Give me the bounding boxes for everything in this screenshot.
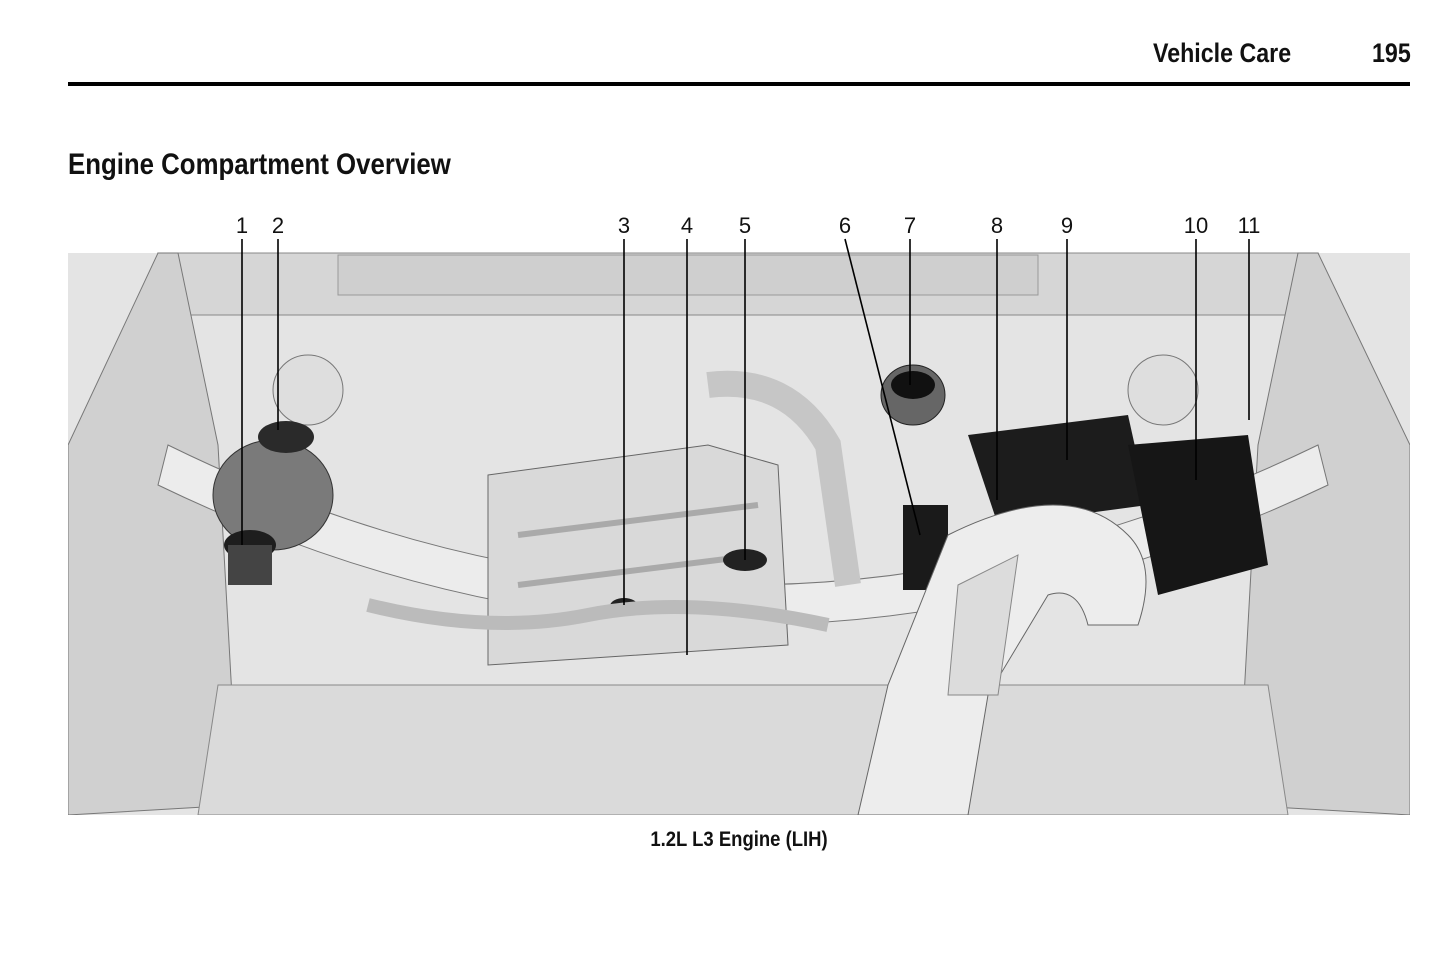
callout-3: 3 xyxy=(617,213,631,238)
callout-leader-lines xyxy=(241,238,1250,655)
callout-5: 5 xyxy=(738,213,752,238)
callout-4: 4 xyxy=(680,213,694,238)
engine-drawing xyxy=(68,252,1410,815)
running-header-section: Vehicle Care xyxy=(1153,38,1292,68)
callout-1: 1 xyxy=(235,213,249,238)
page-number: 195 xyxy=(1372,38,1411,68)
callout-11: 11 xyxy=(1237,213,1261,238)
page-title: Engine Compartment Overview xyxy=(68,148,451,181)
callout-7: 7 xyxy=(903,213,917,238)
callout-6: 6 xyxy=(838,213,852,238)
callout-8: 8 xyxy=(990,213,1004,238)
header-rule xyxy=(68,82,1410,86)
callout-10: 10 xyxy=(1183,213,1209,238)
leader-line-6 xyxy=(844,238,921,536)
callout-9: 9 xyxy=(1060,213,1074,238)
callout-2: 2 xyxy=(271,213,285,238)
figure-caption: 1.2L L3 Engine (LIH) xyxy=(650,828,828,851)
